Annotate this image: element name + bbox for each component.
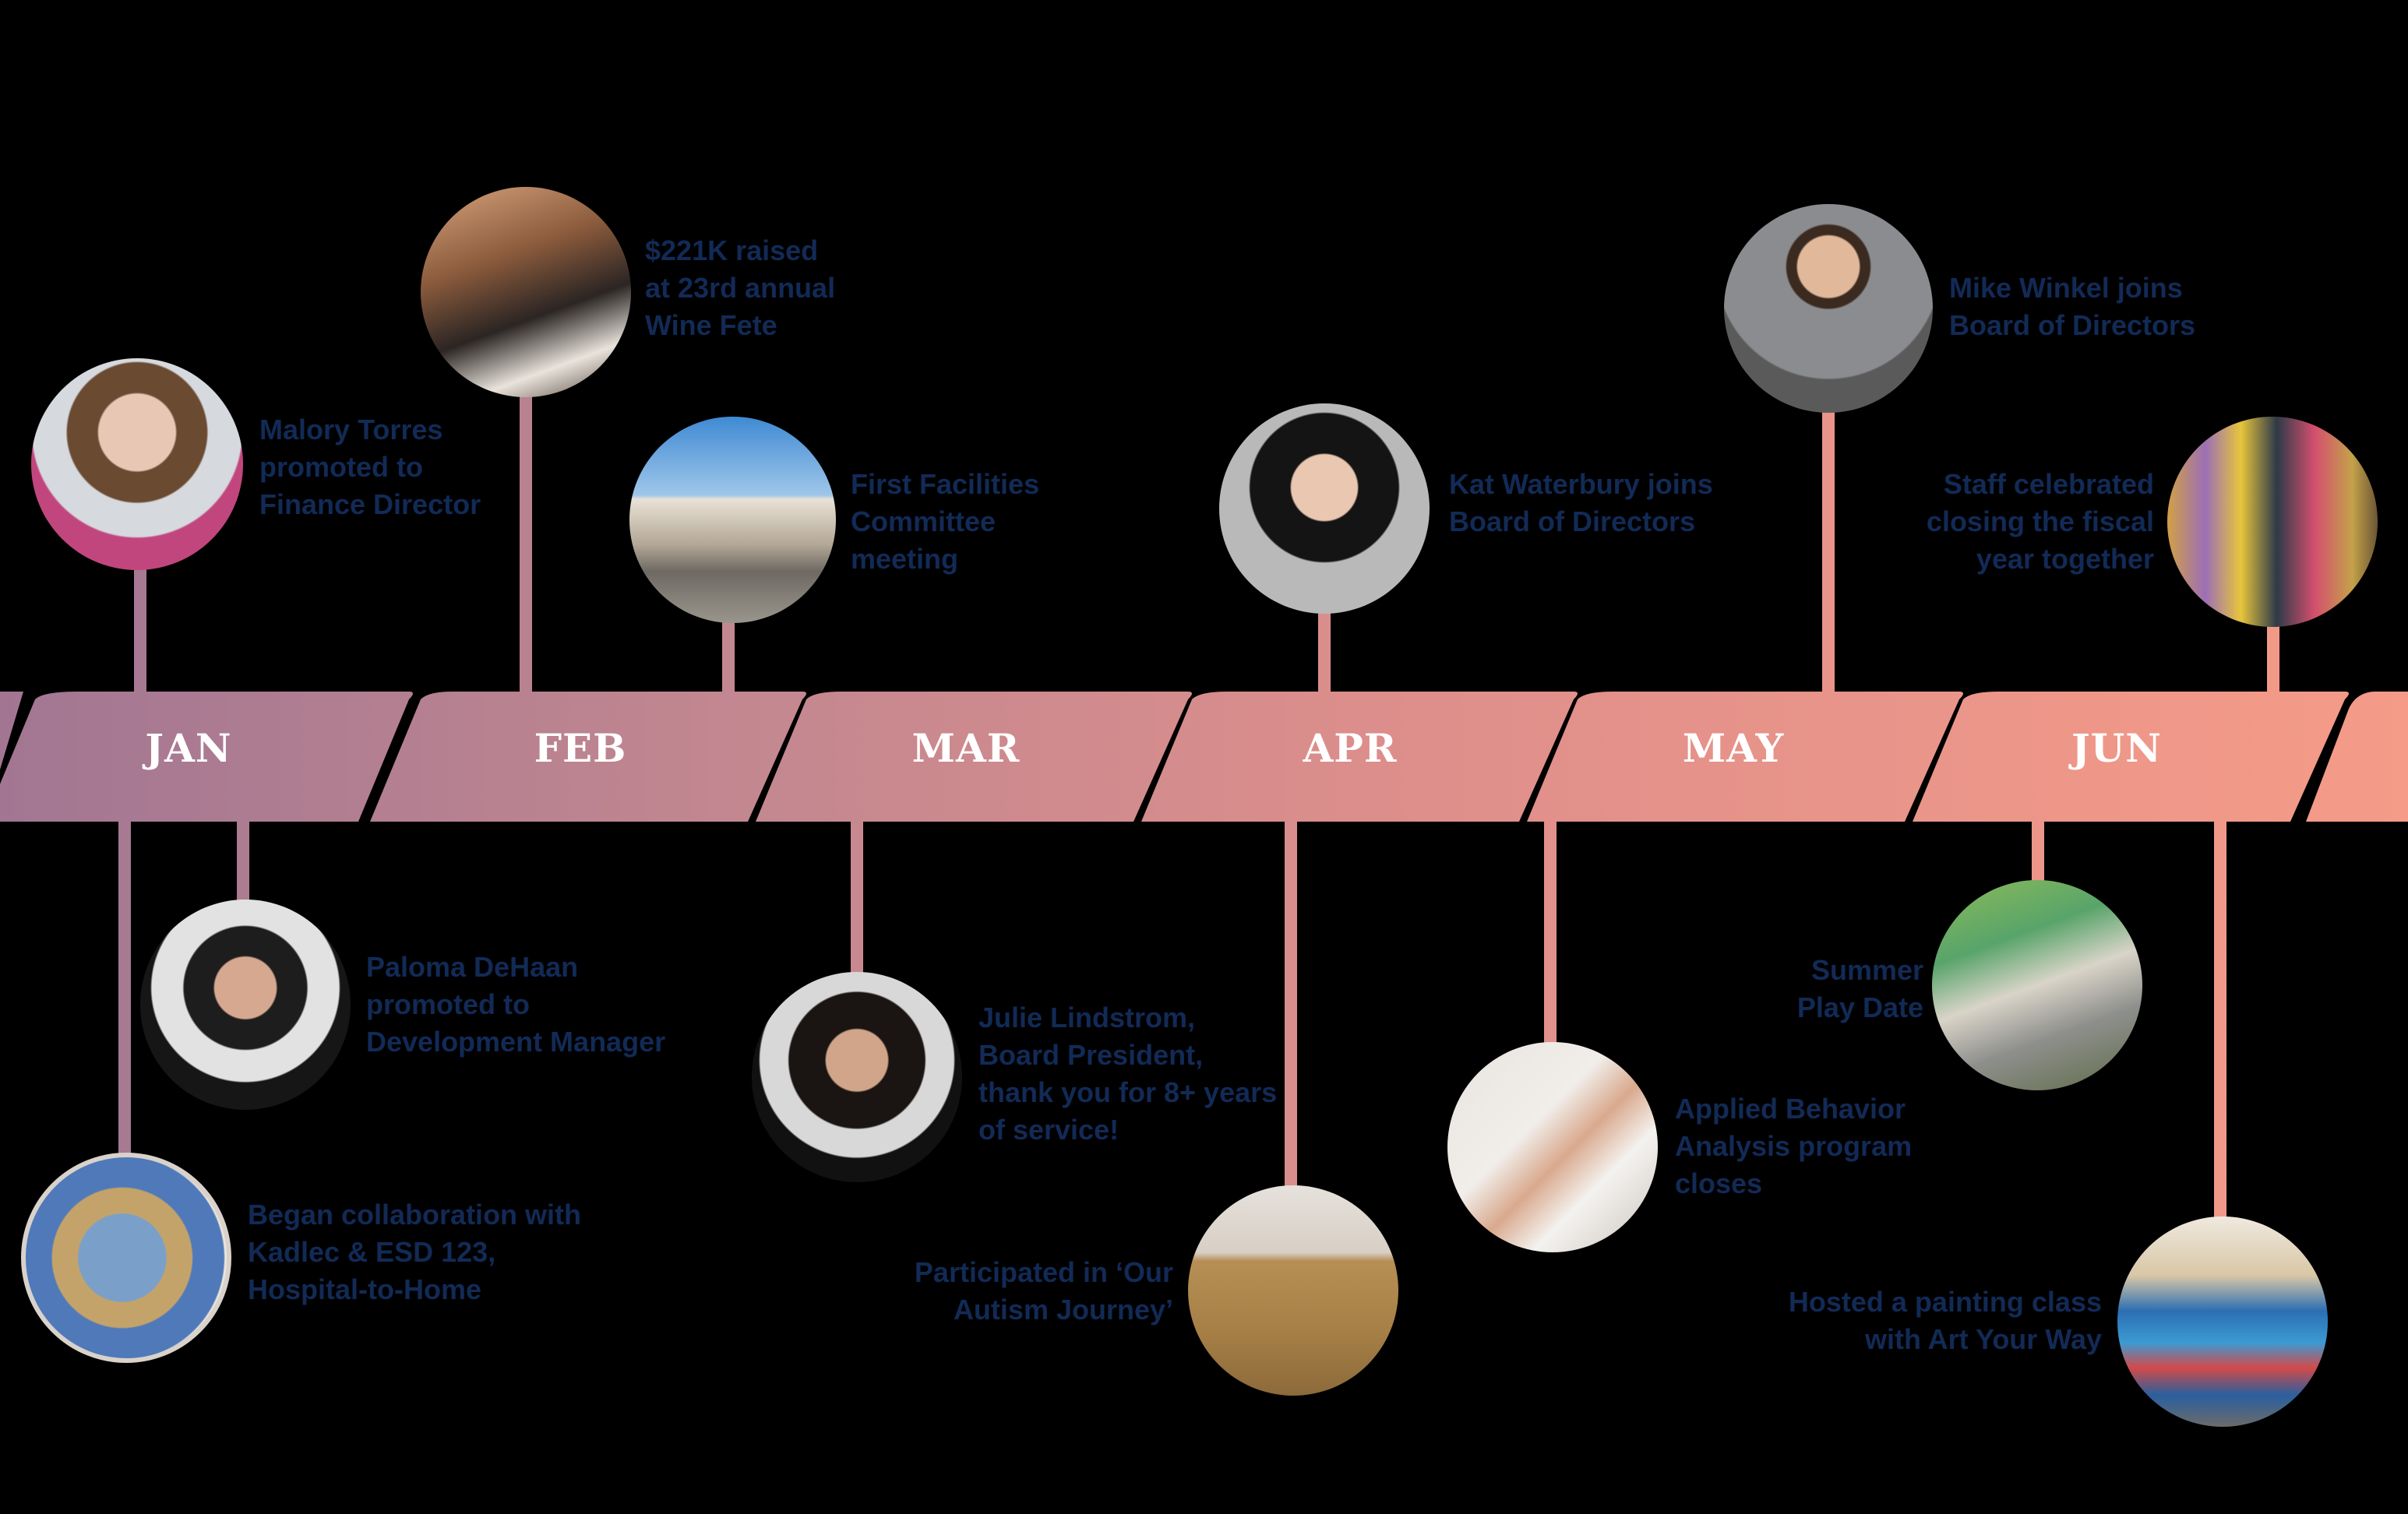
caption-line: Analysis program xyxy=(1675,1128,1912,1165)
caption-line: thank you for 8+ years xyxy=(978,1074,1277,1111)
caption-line: Participated in ‘Our xyxy=(915,1254,1173,1291)
caption-line: Kadlec & ESD 123, xyxy=(248,1234,581,1271)
caption-summer: Summer Play Date xyxy=(1797,952,1923,1026)
caption-line: Mike Winkel joins xyxy=(1949,269,2195,307)
caption-kadlec: Began collaboration with Kadlec & ESD 12… xyxy=(248,1196,581,1308)
caption-line: promoted to xyxy=(366,986,665,1023)
caption-line: meeting xyxy=(851,540,1039,578)
photo-kadlec xyxy=(21,1153,231,1363)
photo-wine-fete xyxy=(421,187,631,397)
caption-paloma: Paloma DeHaan promoted to Development Ma… xyxy=(366,949,665,1061)
caption-staff: Staff celebrated closing the fiscal year… xyxy=(1927,466,2154,578)
caption-line: Wine Fete xyxy=(645,307,835,344)
caption-line: Hosted a painting class xyxy=(1789,1283,2102,1321)
caption-malory: Malory Torres promoted to Finance Direct… xyxy=(259,411,481,523)
caption-line: Board President, xyxy=(978,1037,1277,1074)
caption-line: of service! xyxy=(978,1111,1277,1149)
caption-wine-fete: $221K raised at 23rd annual Wine Fete xyxy=(645,232,835,344)
caption-line: Autism Journey’ xyxy=(915,1291,1173,1329)
caption-line: Applied Behavior xyxy=(1675,1090,1912,1128)
caption-line: with Art Your Way xyxy=(1789,1321,2102,1358)
caption-line: First Facilities xyxy=(851,466,1039,503)
photo-kat xyxy=(1219,403,1430,614)
caption-line: Finance Director xyxy=(259,486,481,523)
caption-line: Paloma DeHaan xyxy=(366,949,665,986)
photo-aba xyxy=(1447,1042,1658,1252)
photo-staff xyxy=(2167,417,2378,627)
caption-line: promoted to xyxy=(259,449,481,486)
month-label-apr: APR xyxy=(1303,725,1398,771)
photo-paloma xyxy=(140,900,351,1110)
photo-facilities xyxy=(629,417,836,623)
month-label-feb: FEB xyxy=(534,725,627,771)
caption-line: at 23rd annual xyxy=(645,269,835,307)
caption-line: Began collaboration with xyxy=(248,1196,581,1234)
caption-line: Development Manager xyxy=(366,1023,665,1061)
caption-line: year together xyxy=(1927,540,2154,578)
caption-line: Julie Lindstrom, xyxy=(978,999,1277,1037)
caption-autism: Participated in ‘Our Autism Journey’ xyxy=(915,1254,1173,1329)
caption-aba: Applied Behavior Analysis program closes xyxy=(1675,1090,1912,1202)
caption-line: Staff celebrated xyxy=(1927,466,2154,503)
caption-line: Hospital-to-Home xyxy=(248,1271,581,1308)
caption-line: Kat Waterbury joins xyxy=(1449,466,1713,503)
caption-line: closing the fiscal xyxy=(1927,503,2154,540)
caption-mike: Mike Winkel joins Board of Directors xyxy=(1949,269,2195,344)
caption-line: closes xyxy=(1675,1165,1912,1202)
caption-line: Malory Torres xyxy=(259,411,481,449)
month-label-jan: JAN xyxy=(142,725,231,771)
caption-line: Board of Directors xyxy=(1949,307,2195,344)
photo-malory xyxy=(31,358,243,570)
caption-line: Board of Directors xyxy=(1449,503,1713,540)
photo-summer xyxy=(1932,880,2142,1090)
caption-julie: Julie Lindstrom, Board President, thank … xyxy=(978,999,1277,1149)
caption-kat: Kat Waterbury joins Board of Directors xyxy=(1449,466,1713,540)
month-label-mar: MAR xyxy=(912,725,1021,771)
caption-line: Committee xyxy=(851,503,1039,540)
caption-line: Summer xyxy=(1797,952,1923,989)
month-label-jun: JUN xyxy=(2068,725,2162,771)
month-band xyxy=(0,692,2408,822)
month-label-may: MAY xyxy=(1683,725,1785,771)
caption-painting: Hosted a painting class with Art Your Wa… xyxy=(1789,1283,2102,1358)
caption-facilities: First Facilities Committee meeting xyxy=(851,466,1039,578)
photo-painting xyxy=(2117,1216,2328,1427)
caption-line: $221K raised xyxy=(645,232,835,269)
photo-mike xyxy=(1724,204,1933,413)
photo-julie xyxy=(752,972,962,1182)
photo-autism xyxy=(1188,1185,1398,1396)
caption-line: Play Date xyxy=(1797,989,1923,1026)
